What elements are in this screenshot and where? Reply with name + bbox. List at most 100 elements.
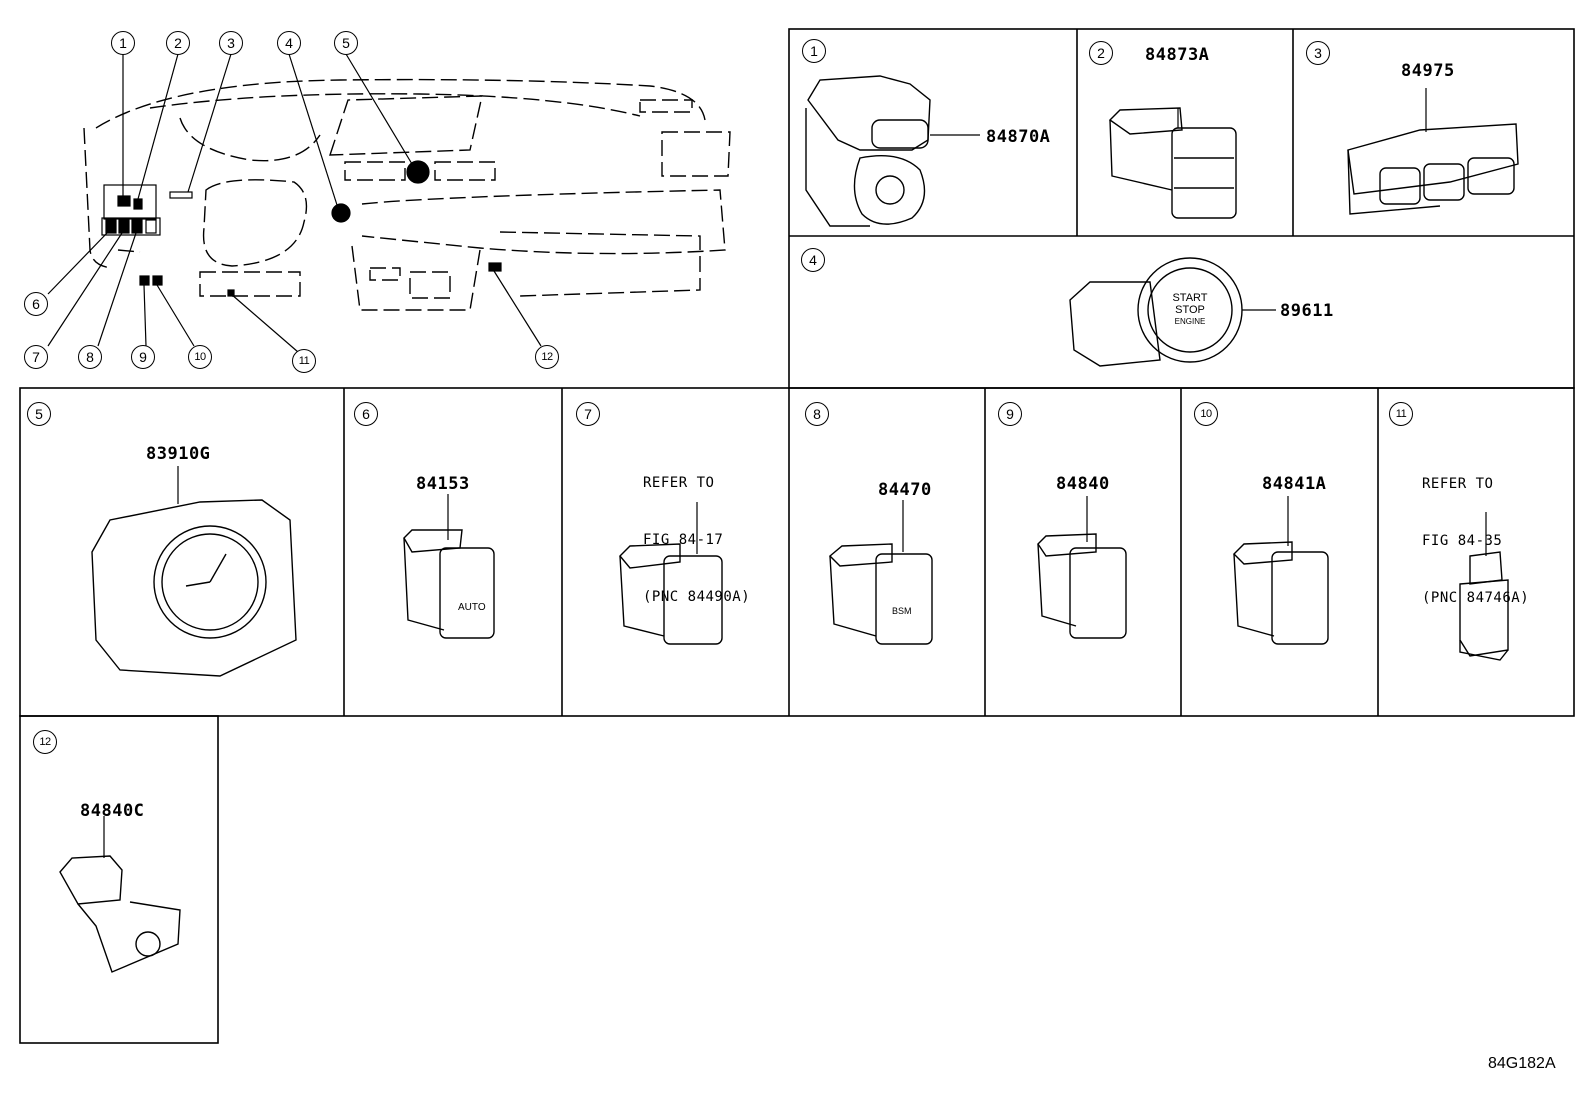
switch-11-marker [227,289,235,297]
mirror-switch-drawing [805,75,980,227]
callout-7: 7 [24,345,48,369]
switch-84470-drawing [828,500,933,645]
grid-bottom-frame [19,715,219,1044]
callout-6: 6 [24,292,48,316]
callout-3: 3 [219,31,243,55]
switch-3-marker [169,191,193,199]
switch-84746A-drawing [1459,512,1509,661]
switch-84840-drawing [1037,496,1127,639]
clock-marker [406,160,430,184]
right-vent [434,161,496,181]
part-number-84975: 84975 [1401,61,1455,81]
ref-line-1: REFER TO [643,475,715,491]
part-number-84153: 84153 [416,474,470,494]
clock-drawing [91,466,297,677]
console-button-a [369,267,401,281]
panel-number-1: 1 [802,39,826,63]
steering-wheel [202,179,308,267]
panel-number-5: 5 [27,402,51,426]
figure-code: 84G182A [1488,1055,1556,1072]
panel-number-4: 4 [801,248,825,272]
switch-84490A-drawing [619,502,723,645]
switch-cluster-upper [103,184,157,220]
switch-2-marker [133,198,143,210]
engine-start-button-drawing [1069,257,1276,367]
dashboard-overview [83,78,731,311]
leader-6 [47,231,109,295]
switch-6-marker [105,219,117,234]
part-number-83910G: 83910G [146,444,211,464]
leader-8 [97,232,137,347]
switch-9-marker [139,275,150,286]
switch-84975-drawing [1347,88,1519,215]
switch-cluster-lower [101,217,161,236]
switch-84841A-drawing [1233,496,1329,645]
side-vent [661,131,731,177]
console-button-b [409,271,451,299]
leader-9 [143,284,147,347]
switch-84840C-drawing [59,816,181,973]
bsm-icon-text: BSM [892,606,912,616]
callout-10: 10 [188,345,212,369]
switch-84153-drawing [403,494,495,639]
start-text: START [1172,292,1208,304]
part-number-84873A: 84873A [1145,45,1210,65]
passenger-dash [361,189,726,255]
panel-number-6: 6 [354,402,378,426]
engine-switch-marker [331,203,351,223]
switch-10-marker [152,275,163,286]
ref-line-3: (PNC 84746A) [1422,590,1530,606]
ref-line-2: FIG 84-35 [1422,533,1503,549]
center-console [351,245,481,311]
left-vent [344,161,406,181]
lower-panel [199,271,301,297]
start-stop-engine-text: START STOP ENGINE [1160,292,1220,328]
part-number-89611: 89611 [1280,301,1334,321]
panel-number-12: 12 [33,730,57,754]
center-display [329,95,483,156]
callout-9: 9 [131,345,155,369]
engine-text: ENGINE [1174,317,1206,326]
leader-3 [187,53,232,193]
switch-7-marker [118,219,130,234]
callout-4: 4 [277,31,301,55]
callout-8: 8 [78,345,102,369]
leader-12 [493,270,542,347]
dash-left-outline [83,127,113,269]
glovebox [499,231,701,297]
panel-number-3: 3 [1306,41,1330,65]
callout-2: 2 [166,31,190,55]
auto-icon-text: AUTO [458,602,486,613]
part-number-84870A: 84870A [986,127,1051,147]
switch-8-marker [131,219,143,234]
reference-note-7: REFER TO FIG 84-17 (PNC 84490A) [643,436,750,626]
panel-number-8: 8 [805,402,829,426]
panel-number-9: 9 [998,402,1022,426]
grid-middle-row-frame [19,387,1575,717]
switch-12-marker [488,262,502,272]
panel-number-2: 2 [1089,41,1113,65]
callout-5: 5 [334,31,358,55]
switch-1-marker [117,195,131,207]
dash-edge [117,249,141,253]
leader-2 [137,53,179,200]
overview-leaders [47,53,542,353]
callout-1: 1 [111,31,135,55]
leader-4 [288,53,338,206]
panel-number-7: 7 [576,402,600,426]
part-number-84840C: 84840C [80,801,145,821]
panel-number-10: 10 [1194,402,1218,426]
reference-note-11: REFER TO FIG 84-35 (PNC 84746A) [1422,437,1529,627]
callout-12: 12 [535,345,559,369]
ref-line-1: REFER TO [1422,476,1494,492]
switch-84873A-drawing [1108,107,1237,219]
passenger-vent [639,99,693,113]
part-number-84841A: 84841A [1262,474,1327,494]
dash-top-outline [95,78,706,129]
leader-7 [47,232,123,347]
part-number-84470: 84470 [878,480,932,500]
leader-10 [156,284,195,347]
dash-upper-inner [149,93,641,117]
